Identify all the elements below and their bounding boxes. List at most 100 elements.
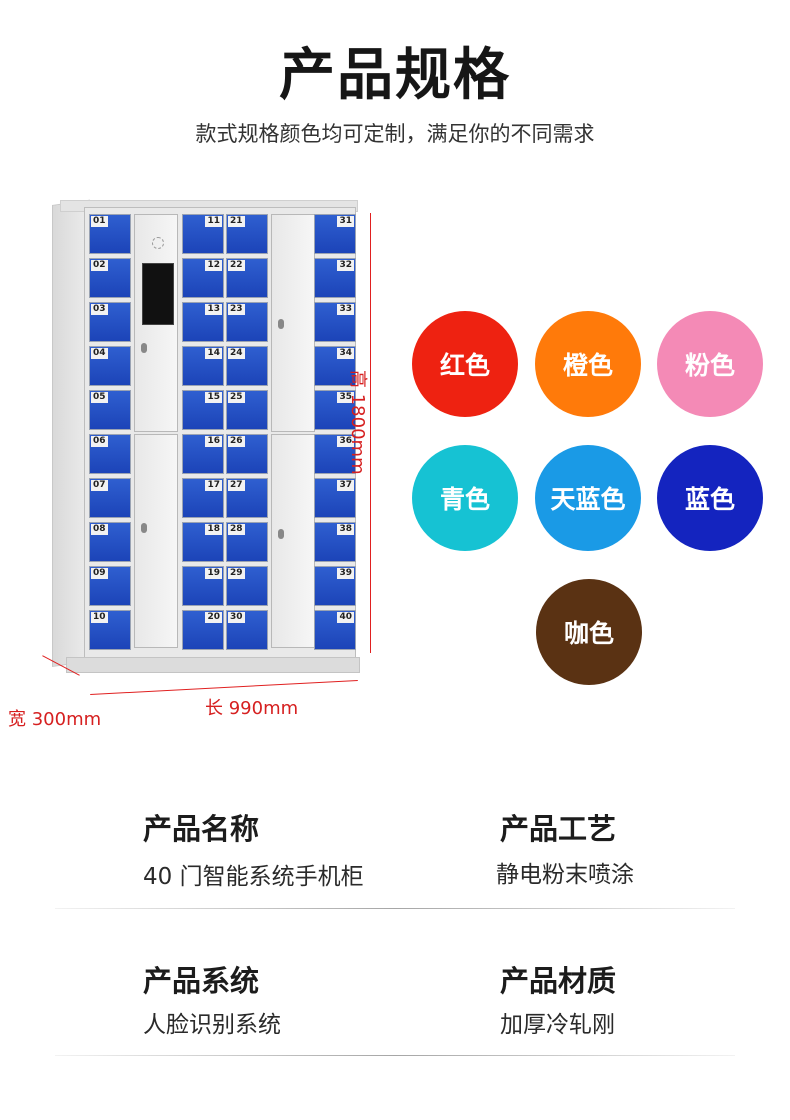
locker-number: 25	[228, 392, 245, 403]
locker-number: 35	[337, 392, 354, 403]
locker-number: 21	[228, 216, 245, 227]
locker-number: 17	[205, 480, 222, 491]
face-recognition-screen	[142, 263, 174, 325]
locker-door: 13	[182, 302, 224, 342]
locker-number: 40	[337, 612, 354, 623]
locker-door: 14	[182, 346, 224, 386]
color-label: 红色	[439, 351, 490, 380]
cabinet-body: 01 02 03 04 05 06 07 08 09 10 11 12 13 1…	[84, 207, 356, 659]
locker-door: 24	[226, 346, 268, 386]
spec-name-value: 40 门智能系统手机柜	[143, 864, 364, 890]
locker-door: 22	[226, 258, 268, 298]
locker-door: 36	[314, 434, 356, 474]
locker-door: 37	[314, 478, 356, 518]
cabinet-illustration: 01 02 03 04 05 06 07 08 09 10 11 12 13 1…	[0, 195, 400, 735]
locker-door: 03	[89, 302, 131, 342]
tall-door-lower	[134, 434, 178, 648]
locker-number: 06	[91, 436, 108, 447]
length-dimension-line	[90, 679, 358, 696]
spec-system-value: 人脸识别系统	[143, 1012, 281, 1038]
locker-number: 30	[228, 612, 245, 623]
color-swatch-blue: 蓝色	[657, 445, 763, 551]
locker-number: 20	[205, 612, 222, 623]
locker-door: 33	[314, 302, 356, 342]
locker-number: 14	[205, 348, 222, 359]
locker-door: 21	[226, 214, 268, 254]
cabinet-base	[66, 657, 360, 673]
color-swatch-cyan: 青色	[412, 445, 518, 551]
locker-door: 16	[182, 434, 224, 474]
lock-icon	[278, 529, 284, 539]
locker-number: 18	[205, 524, 222, 535]
color-swatch-red: 红色	[412, 311, 518, 417]
locker-number: 02	[91, 260, 108, 271]
locker-number: 01	[91, 216, 108, 227]
locker-number: 32	[337, 260, 354, 271]
locker-door: 05	[89, 390, 131, 430]
locker-door: 11	[182, 214, 224, 254]
locker-door: 39	[314, 566, 356, 606]
spec-craft-value: 静电粉末喷涂	[496, 862, 634, 888]
page-subtitle: 款式规格颜色均可定制，满足你的不同需求	[195, 122, 595, 146]
locker-door: 27	[226, 478, 268, 518]
locker-number: 12	[205, 260, 222, 271]
locker-door: 38	[314, 522, 356, 562]
locker-door: 12	[182, 258, 224, 298]
locker-door: 28	[226, 522, 268, 562]
locker-door: 26	[226, 434, 268, 474]
locker-number: 05	[91, 392, 108, 403]
color-label: 咖色	[563, 619, 614, 648]
locker-door: 34	[314, 346, 356, 386]
locker-door: 35	[314, 390, 356, 430]
locker-door: 06	[89, 434, 131, 474]
locker-door: 29	[226, 566, 268, 606]
length-label: 长 990mm	[205, 698, 299, 719]
color-swatch-pink: 粉色	[657, 311, 763, 417]
locker-door: 08	[89, 522, 131, 562]
locker-number: 08	[91, 524, 108, 535]
color-label: 橙色	[562, 351, 613, 380]
spec-name-label: 产品名称	[143, 812, 260, 846]
tall-door-lower	[271, 434, 315, 648]
tall-door-upper	[134, 214, 178, 432]
locker-number: 09	[91, 568, 108, 579]
locker-door: 07	[89, 478, 131, 518]
color-label: 青色	[439, 485, 490, 514]
locker-number: 29	[228, 568, 245, 579]
locker-door: 31	[314, 214, 356, 254]
locker-door: 23	[226, 302, 268, 342]
locker-door: 20	[182, 610, 224, 650]
locker-number: 34	[337, 348, 354, 359]
locker-number: 24	[228, 348, 245, 359]
locker-door: 32	[314, 258, 356, 298]
height-dimension-line	[370, 213, 371, 653]
locker-number: 15	[205, 392, 222, 403]
locker-number: 11	[205, 216, 222, 227]
color-swatch-orange: 橙色	[535, 311, 641, 417]
locker-number: 28	[228, 524, 245, 535]
locker-door: 30	[226, 610, 268, 650]
locker-door: 40	[314, 610, 356, 650]
locker-door: 02	[89, 258, 131, 298]
locker-number: 03	[91, 304, 108, 315]
locker-number: 19	[205, 568, 222, 579]
spec-system-label: 产品系统	[143, 964, 260, 998]
width-label: 宽 300mm	[8, 709, 102, 730]
color-label: 天蓝色	[550, 485, 626, 514]
speaker-icon	[152, 237, 164, 249]
locker-number: 39	[337, 568, 354, 579]
divider	[55, 908, 735, 909]
locker-number: 23	[228, 304, 245, 315]
locker-door: 18	[182, 522, 224, 562]
locker-door: 09	[89, 566, 131, 606]
lock-icon	[141, 343, 147, 353]
locker-number: 33	[337, 304, 354, 315]
tall-door-upper	[271, 214, 315, 432]
color-swatch-sky-blue: 天蓝色	[535, 445, 641, 551]
locker-number: 37	[337, 480, 354, 491]
color-label: 蓝色	[684, 485, 735, 514]
locker-door: 01	[89, 214, 131, 254]
locker-door: 19	[182, 566, 224, 606]
locker-number: 04	[91, 348, 108, 359]
divider	[55, 1055, 735, 1056]
